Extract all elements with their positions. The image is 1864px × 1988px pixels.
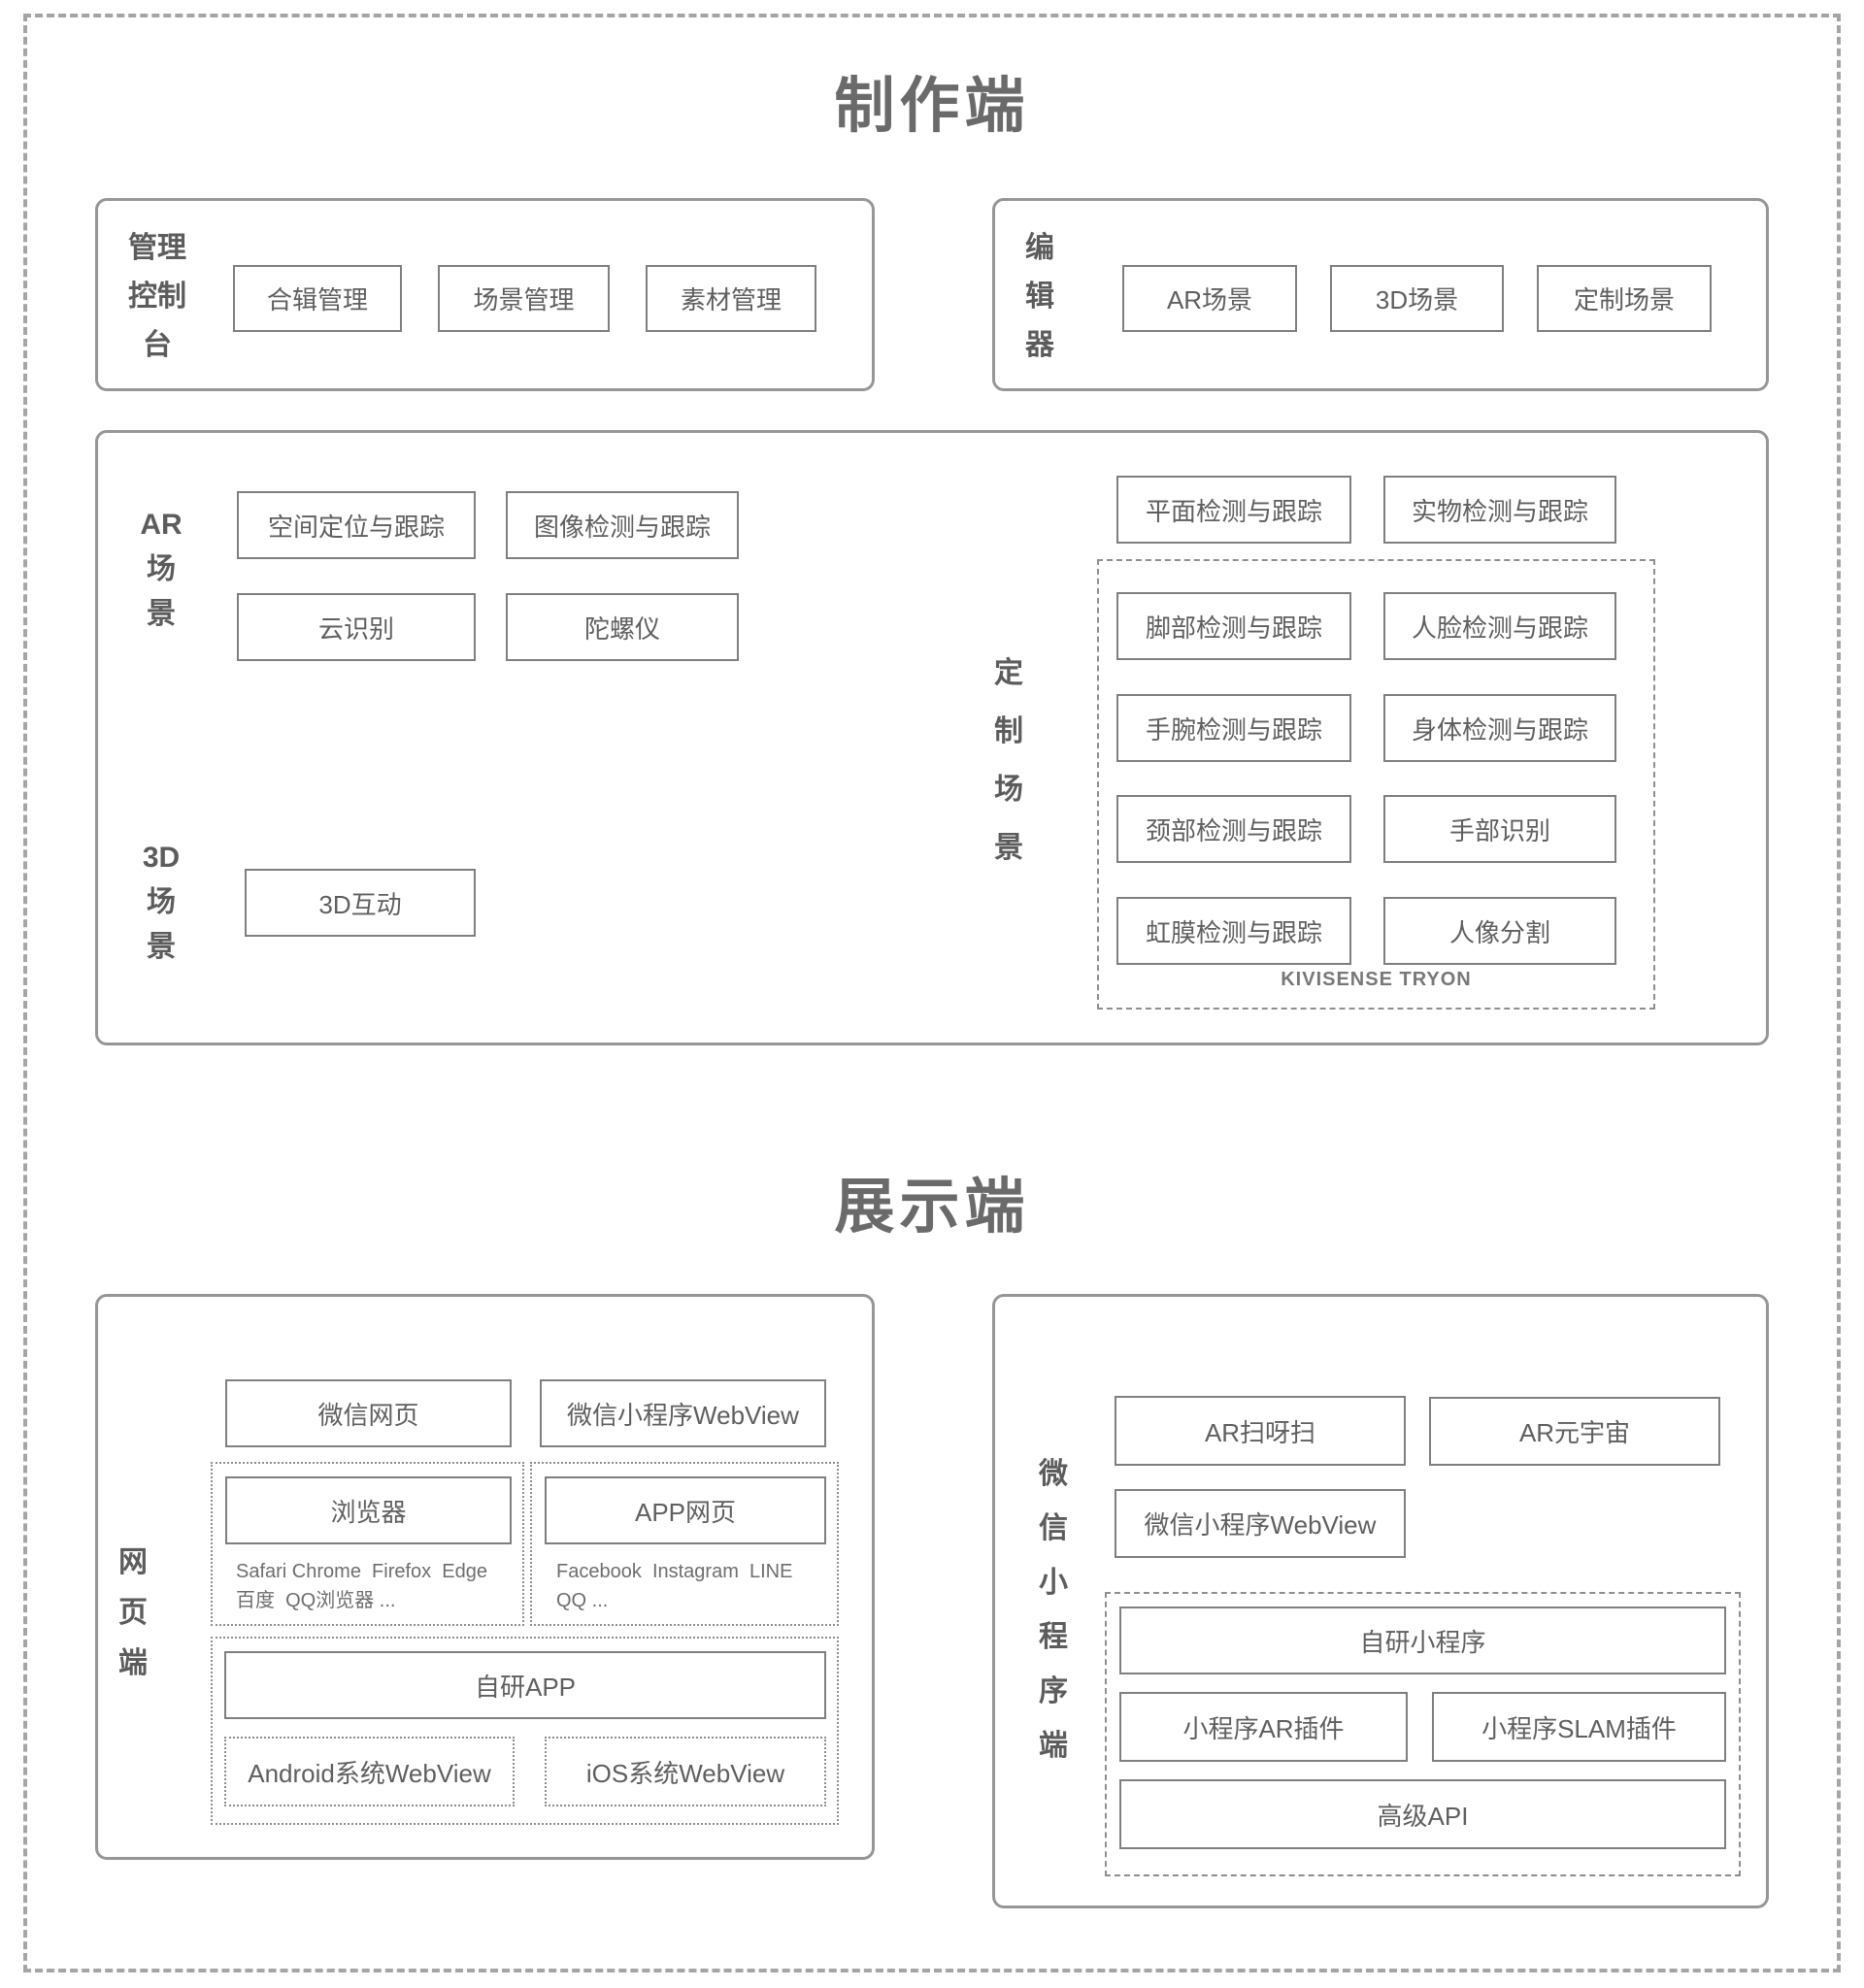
object-detection-tracking-box: 实物检测与跟踪 [1383, 476, 1616, 544]
editor-label: 编 辑 器 [1025, 232, 1054, 361]
portrait-segmentation-box: 人像分割 [1383, 897, 1616, 965]
custom-scene-label: 定 制 场 景 [994, 657, 1023, 864]
plane-detection-tracking-box: 平面检测与跟踪 [1116, 476, 1351, 544]
wechat-mini-panel: 微 信 小 程 序 端 AR扫呀扫 AR元宇宙 微信小程序WebView 自研小… [992, 1294, 1769, 1908]
app-web-group [530, 1462, 839, 1626]
app-web-examples-caption: Facebook Instagram LINE QQ ... [556, 1561, 793, 1611]
display-section-title: 展示端 [834, 1174, 1030, 1241]
browser-group [211, 1462, 524, 1626]
production-section-title: 制作端 [834, 73, 1030, 140]
collection-management-box: 合辑管理 [233, 265, 402, 332]
editor-panel: 编 辑 器 AR场景 3D场景 定制场景 [992, 198, 1769, 391]
outer-dashed-border [23, 14, 1841, 1972]
browser-examples-caption: Safari Chrome Firefox Edge 百度 QQ浏览器 ... [236, 1561, 487, 1611]
admin-console-panel: 管理 控制 台 合辑管理 场景管理 素材管理 [95, 198, 875, 391]
asset-management-box: 素材管理 [646, 265, 816, 332]
face-detection-tracking-box: 人脸检测与跟踪 [1383, 592, 1616, 660]
mini-webview-box: 微信小程序WebView [1115, 1489, 1406, 1558]
capabilities-panel: AR 场 景 空间定位与跟踪 图像检测与跟踪 云识别 陀螺仪 3D 场 景 3D… [95, 430, 1769, 1045]
mini-program-group [1105, 1592, 1741, 1876]
scene-management-box: 场景管理 [438, 265, 610, 332]
ios-webview-box: iOS系统WebView [545, 1737, 826, 1806]
foot-detection-tracking-box: 脚部检测与跟踪 [1116, 592, 1351, 660]
gyroscope-box: 陀螺仪 [506, 593, 739, 661]
body-detection-tracking-box: 身体检测与跟踪 [1383, 694, 1616, 762]
editor-3d-scene-box: 3D场景 [1330, 265, 1504, 332]
kivisense-tryon-caption: KIVISENSE TRYON [1281, 969, 1472, 990]
hand-recognition-box: 手部识别 [1383, 795, 1616, 863]
3d-scene-label: 3D 场 景 [142, 842, 181, 963]
ar-scene-label: AR 场 景 [140, 509, 183, 630]
advanced-api-box: 高级API [1119, 1779, 1726, 1849]
mini-slam-plugin-box: 小程序SLAM插件 [1432, 1692, 1726, 1762]
mini-ar-plugin-box: 小程序AR插件 [1119, 1692, 1408, 1762]
app-web-box: APP网页 [545, 1476, 826, 1544]
editor-ar-scene-box: AR场景 [1122, 265, 1297, 332]
3d-interaction-box: 3D互动 [245, 869, 476, 937]
spatial-positioning-tracking-box: 空间定位与跟踪 [237, 491, 476, 559]
browser-box: 浏览器 [225, 1476, 512, 1544]
web-panel: 网 页 端 微信网页 微信小程序WebView 浏览器 Safari Chrom… [95, 1294, 875, 1860]
iris-detection-tracking-box: 虹膜检测与跟踪 [1116, 897, 1351, 965]
android-webview-box: Android系统WebView [224, 1737, 515, 1806]
wrist-detection-tracking-box: 手腕检测与跟踪 [1116, 694, 1351, 762]
web-panel-label: 网 页 端 [118, 1546, 148, 1679]
cloud-recognition-box: 云识别 [237, 593, 476, 661]
wechat-mini-webview-box: 微信小程序WebView [540, 1379, 826, 1447]
ar-metaverse-box: AR元宇宙 [1429, 1397, 1720, 1466]
self-mini-program-box: 自研小程序 [1119, 1607, 1726, 1674]
wechat-mini-panel-label: 微 信 小 程 序 端 [1039, 1458, 1068, 1762]
editor-custom-scene-box: 定制场景 [1537, 265, 1712, 332]
ar-scan-box: AR扫呀扫 [1115, 1396, 1406, 1466]
admin-console-label: 管理 控制 台 [128, 232, 186, 361]
neck-detection-tracking-box: 颈部检测与跟踪 [1116, 795, 1351, 863]
tryon-dashed-group [1097, 559, 1655, 1010]
wechat-web-box: 微信网页 [225, 1379, 512, 1447]
image-detection-tracking-box: 图像检测与跟踪 [506, 491, 739, 559]
self-app-box: 自研APP [224, 1651, 826, 1719]
self-app-group [211, 1637, 839, 1825]
